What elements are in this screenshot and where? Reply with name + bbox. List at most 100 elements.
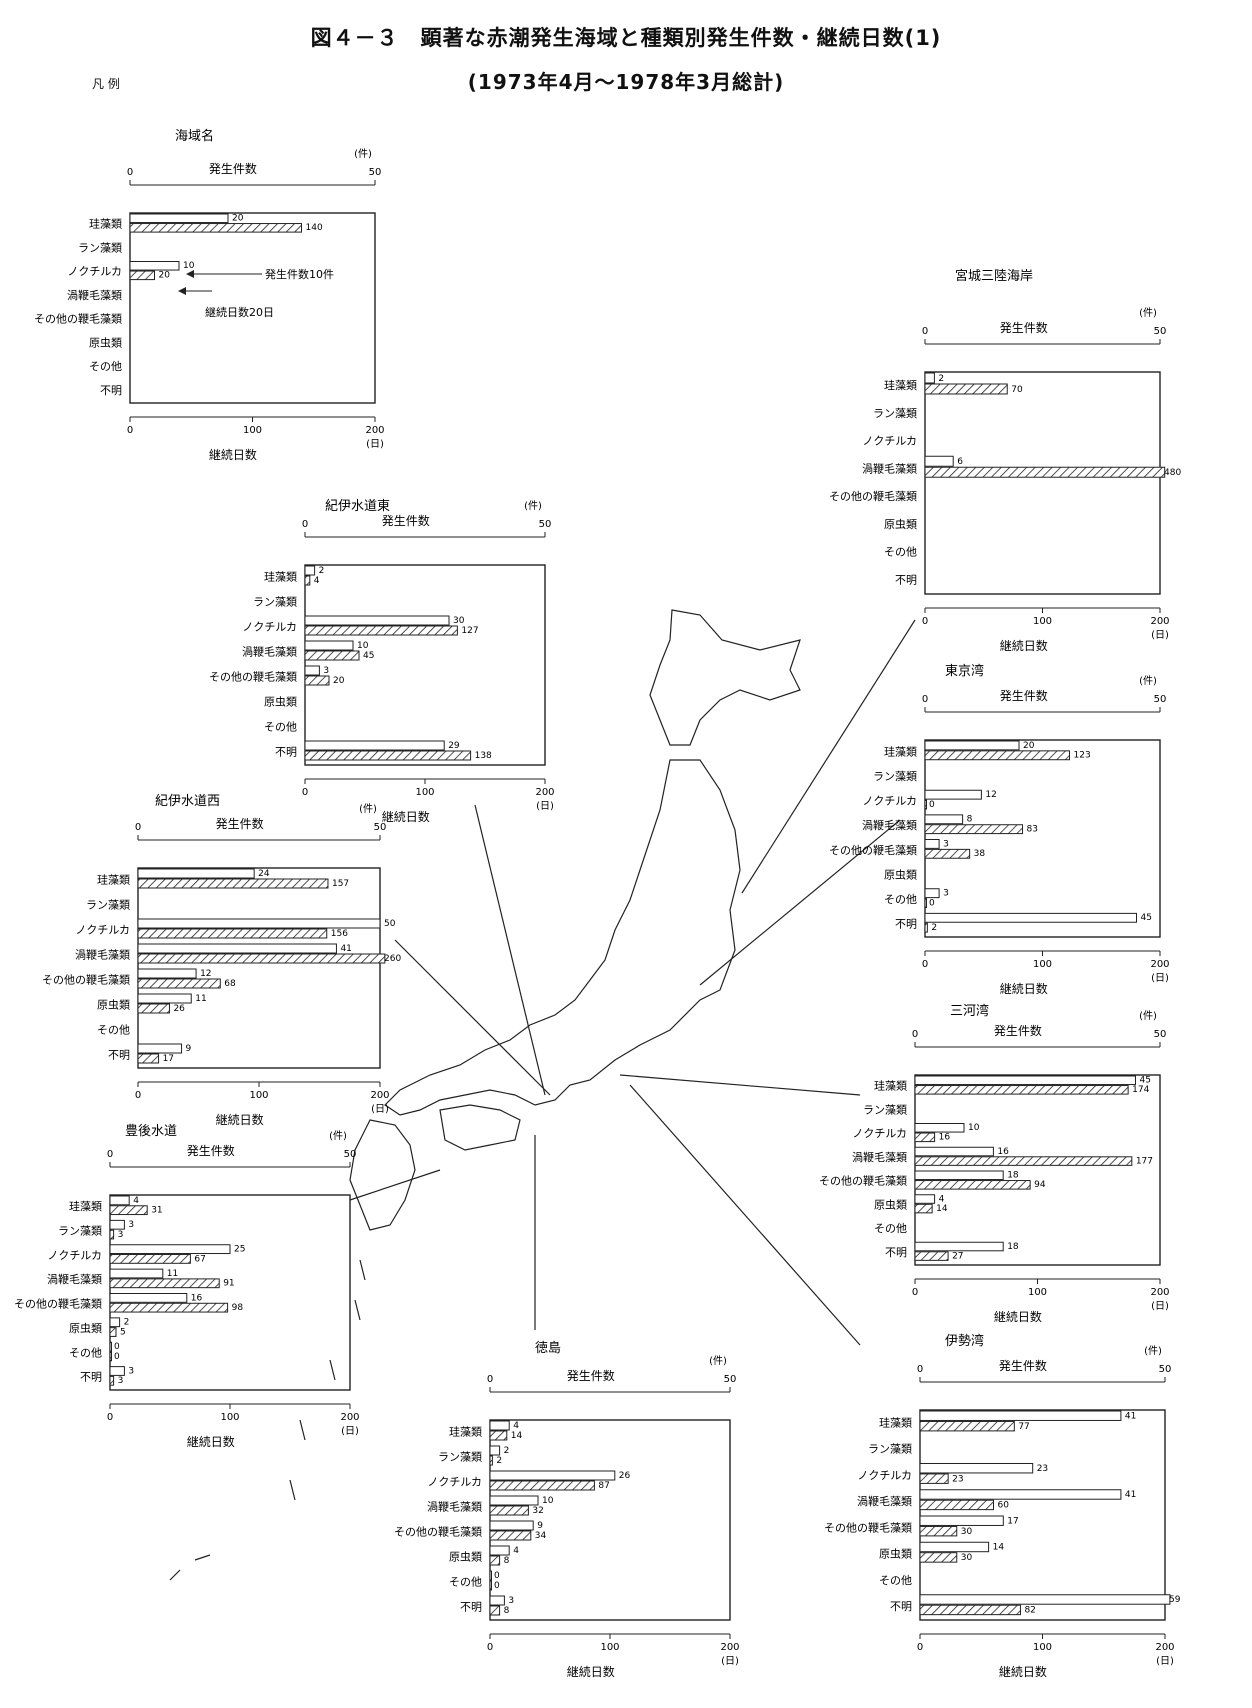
category-label: 渦鞭毛藻類 — [47, 1272, 102, 1286]
count-bar — [489, 1470, 616, 1481]
count-axis-unit: (件) — [1139, 307, 1157, 319]
count-bar — [137, 993, 192, 1004]
count-bar — [109, 1293, 188, 1303]
chart-title: 徳島 — [535, 1341, 561, 1356]
days-bar — [129, 270, 155, 281]
count-value-label: 0 — [494, 1571, 500, 1581]
leader-kii-west — [394, 939, 551, 1096]
days-tick-label: 0 — [917, 1642, 923, 1653]
count-value-label: 59 — [1169, 1595, 1181, 1605]
category-label: ノクチルカ — [862, 435, 917, 448]
count-bar — [109, 1366, 125, 1376]
chart-frame — [137, 867, 381, 1069]
count-bar — [919, 1541, 990, 1553]
category-label: その他の鞭毛藻類 — [824, 1520, 912, 1534]
category-label: ラン藻類 — [253, 596, 297, 609]
days-value-label: 32 — [532, 1506, 543, 1516]
count-tick-label: 0 — [922, 694, 928, 705]
days-axis-unit: (日) — [1151, 1301, 1169, 1312]
count-tick-label: 50 — [369, 167, 382, 178]
days-bar — [924, 799, 927, 810]
days-value-label: 20 — [159, 271, 171, 281]
days-value-label: 14 — [936, 1204, 948, 1214]
count-value-label: 0 — [114, 1342, 120, 1352]
days-value-label: 0 — [929, 800, 935, 810]
count-value-label: 17 — [1007, 1516, 1018, 1526]
count-value-label: 29 — [448, 741, 460, 751]
count-tick-label: 0 — [135, 822, 141, 833]
category-label: 不明 — [80, 1371, 102, 1384]
category-label: 原虫類 — [89, 336, 122, 349]
days-axis-label: 継続日数 — [382, 809, 430, 824]
map-kyushu — [349, 1119, 416, 1231]
days-value-label: 20 — [333, 676, 345, 686]
days-bar — [924, 848, 971, 859]
category-label: その他 — [879, 1574, 912, 1587]
count-value-label: 9 — [186, 1044, 192, 1054]
count-value-label: 16 — [997, 1147, 1009, 1157]
days-value-label: 8 — [504, 1556, 510, 1566]
count-value-label: 2 — [319, 566, 325, 576]
map-shikoku — [439, 1104, 521, 1151]
count-bar — [489, 1570, 492, 1581]
days-tick-label: 0 — [127, 425, 133, 436]
days-value-label: 2 — [931, 923, 937, 933]
leader-mikawa — [619, 1074, 861, 1096]
chart-frame — [924, 739, 1161, 938]
count-value-label: 3 — [128, 1220, 134, 1230]
category-label: 原虫類 — [879, 1548, 912, 1561]
count-tick-label: 0 — [922, 326, 928, 337]
days-bar — [109, 1327, 117, 1337]
days-tick-label: 100 — [220, 1412, 239, 1423]
days-value-label: 140 — [306, 223, 323, 233]
days-value-label: 27 — [952, 1251, 963, 1261]
count-value-label: 24 — [258, 869, 270, 879]
category-label: 渦鞭毛藻類 — [852, 1150, 907, 1164]
days-bar — [137, 953, 386, 964]
category-label: 原虫類 — [884, 518, 917, 531]
count-bar — [919, 1489, 1122, 1500]
days-bar — [109, 1229, 115, 1240]
count-bar — [489, 1545, 510, 1556]
count-tick-label: 50 — [724, 1374, 737, 1385]
days-tick-label: 200 — [1155, 1642, 1174, 1653]
days-bar — [304, 650, 360, 661]
days-value-label: 87 — [598, 1481, 609, 1491]
days-bar — [919, 1420, 1015, 1432]
category-label: ラン藻類 — [873, 770, 917, 783]
category-label: ノクチルカ — [67, 265, 122, 278]
count-value-label: 10 — [183, 261, 195, 271]
count-tick-label: 50 — [539, 519, 552, 530]
category-label: 珪藻類 — [884, 378, 917, 392]
days-tick-label: 200 — [720, 1642, 739, 1653]
days-tick-label: 100 — [1033, 616, 1052, 627]
page-title: 図４－３ 顕著な赤潮発生海域と種類別発生件数・継続日数(1) — [310, 26, 942, 50]
page-subtitle: (1973年4月〜1978年3月総計) — [467, 70, 785, 94]
category-label: 珪藻類 — [89, 217, 122, 231]
days-bar — [304, 750, 472, 761]
category-label: 渦鞭毛藻類 — [427, 1500, 482, 1514]
days-bar — [489, 1605, 501, 1616]
category-label: ノクチルカ — [242, 621, 297, 634]
days-value-label: 4 — [314, 576, 320, 586]
days-value-label: 83 — [1027, 825, 1038, 835]
count-value-label: 50 — [384, 919, 396, 929]
category-label: 渦鞭毛藻類 — [857, 1494, 912, 1508]
count-bar — [109, 1268, 164, 1279]
count-bar — [924, 839, 940, 849]
count-value-label: 4 — [133, 1196, 139, 1206]
count-value-label: 45 — [1141, 913, 1152, 923]
days-bar — [919, 1525, 958, 1537]
count-bar — [304, 665, 320, 676]
count-axis-label: 発生件数 — [999, 1358, 1047, 1373]
count-value-label: 3 — [128, 1366, 134, 1376]
category-label: ノクチルカ — [75, 924, 130, 937]
days-tick-label: 200 — [370, 1090, 389, 1101]
count-bar — [924, 455, 954, 467]
category-label: ノクチルカ — [852, 1127, 907, 1140]
category-label: その他の鞭毛藻類 — [42, 973, 130, 987]
count-value-label: 4 — [513, 1546, 519, 1556]
